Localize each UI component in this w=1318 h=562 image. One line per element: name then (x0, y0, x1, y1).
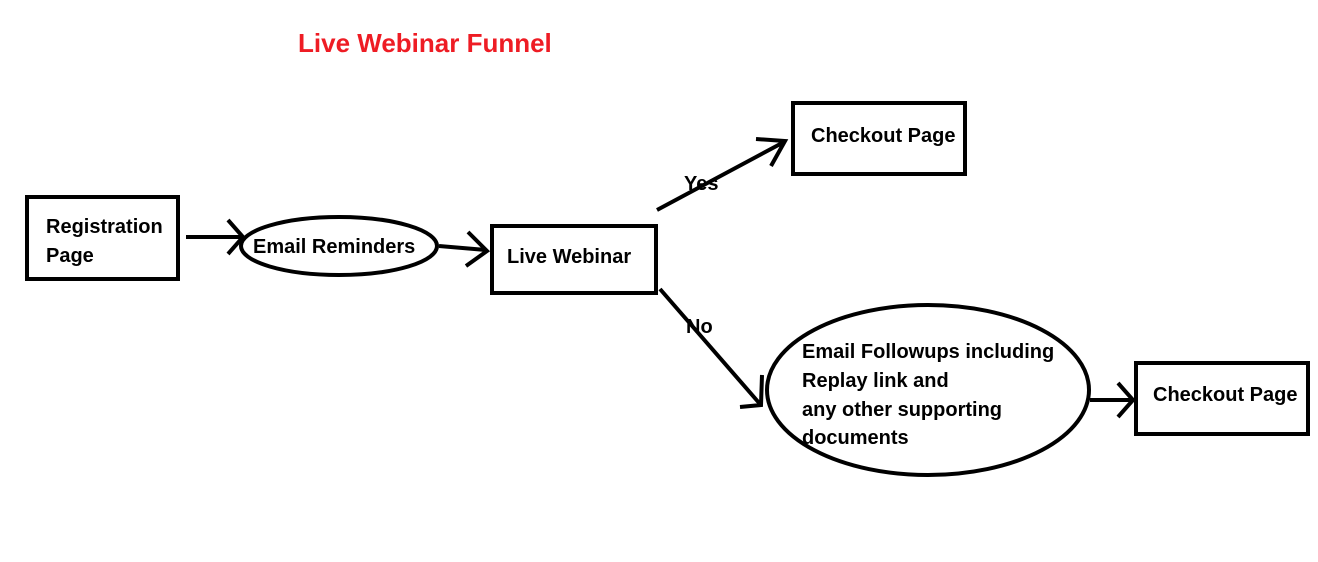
arrow-followups-to-checkout (1090, 381, 1136, 419)
yes-label: Yes (684, 173, 718, 195)
registration-box (25, 195, 180, 281)
arrow-yes: Yes (656, 137, 789, 212)
checkout-page-node-no: Checkout Page (1134, 361, 1310, 436)
email-followups-line3: any other supporting (802, 399, 1002, 421)
email-followups-line1: Email Followups including (802, 341, 1054, 363)
arrow-reminders-to-webinar (438, 230, 491, 268)
live-webinar-node: Live Webinar (490, 224, 658, 295)
registration-label-line2: Page (46, 245, 94, 267)
registration-label-line1: Registration (46, 216, 163, 238)
checkout-page-node-yes: Checkout Page (791, 101, 967, 176)
checkout-box-no (1134, 361, 1310, 436)
email-followups-line2: Replay link and (802, 370, 949, 392)
email-followups-line4: documents (802, 427, 909, 449)
checkout-box-yes (791, 101, 967, 176)
email-followups-node: Email Followups including Replay link an… (765, 303, 1091, 477)
arrow-registration-to-reminders (186, 218, 246, 256)
email-followups-ellipse (765, 303, 1091, 477)
live-webinar-box (490, 224, 658, 295)
live-webinar-label: Live Webinar (507, 246, 631, 268)
no-label: No (686, 316, 713, 338)
arrow-no: No (658, 287, 764, 409)
email-reminders-ellipse (239, 215, 439, 277)
email-reminders-node: Email Reminders (239, 215, 439, 277)
checkout-label-yes: Checkout Page (811, 125, 955, 147)
registration-page-node: Registration Page (25, 195, 180, 281)
checkout-label-no: Checkout Page (1153, 384, 1297, 406)
diagram-title: Live Webinar Funnel (298, 28, 552, 58)
email-reminders-label: Email Reminders (253, 236, 415, 258)
